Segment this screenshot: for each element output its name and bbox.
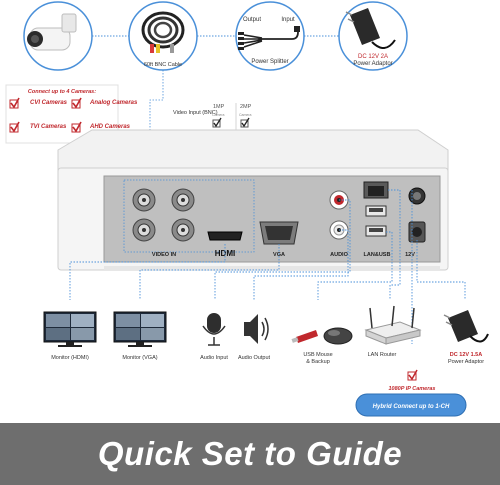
ip-cameras-label: 1080P IP Cameras — [389, 386, 436, 392]
check-icon — [10, 97, 20, 109]
camera-type-label: CVI Cameras — [30, 100, 68, 106]
camera-types-title: Connect up to 4 Cameras: — [28, 89, 96, 95]
bnc-port — [132, 218, 156, 242]
check-icon — [241, 117, 250, 128]
video-input-box: Video Input (BNC) 1MP 2MP Camera Camera — [173, 103, 252, 130]
check-icon — [408, 369, 418, 381]
power-label: 12V — [405, 252, 415, 258]
usb-mouse-label: USB Mouse — [303, 352, 332, 358]
monitor-hdmi-device: Monitor (HDMI) — [43, 311, 97, 361]
video-input-title: Video Input (BNC) — [173, 110, 218, 116]
audio-output-label: Audio Output — [238, 355, 271, 361]
ip-camera-option: 1080P IP Cameras — [389, 369, 436, 392]
power-adaptor-bottom-device: DC 12V 1.5A Power Adaptor — [443, 310, 489, 365]
check-icon — [213, 117, 222, 128]
speaker-icon — [244, 314, 269, 344]
lan-router-device: LAN Router — [364, 305, 422, 358]
option-1mp: 1MP — [213, 104, 225, 110]
mouse-icon — [323, 327, 353, 345]
ahd-cameras-item: AHD Cameras — [71, 121, 131, 133]
camera-type-label: AHD Cameras — [89, 124, 131, 130]
adaptor-spec-bottom: DC 12V 1.5A — [450, 352, 482, 358]
usb-drive-icon — [291, 330, 318, 343]
usb-mouse-device: USB Mouse & Backup — [291, 327, 353, 365]
splitter-input-label: Input — [281, 17, 295, 23]
option-2mp: 2MP — [240, 104, 252, 110]
monitor-icon — [43, 311, 97, 347]
monitor-vga-label: Monitor (VGA) — [122, 355, 157, 361]
power-splitter-group: Output Input Power Splitter — [235, 1, 305, 71]
power-adaptor-icon — [443, 310, 489, 343]
camera-group — [23, 1, 93, 71]
bnc-cable-label: 60ft BNC Cable — [144, 62, 182, 68]
camera-type-label: Analog Cameras — [89, 100, 138, 106]
bnc-port — [171, 188, 195, 212]
vga-label: VGA — [273, 252, 285, 258]
audio-output-device: Audio Output — [238, 314, 271, 361]
power-port: 12V — [405, 187, 426, 258]
check-icon — [72, 97, 82, 109]
adaptor-spec-top: DC 12V 2A — [358, 54, 388, 60]
audio-input-device: Audio Input — [200, 313, 228, 361]
power-splitter-label: Power Splitter — [251, 59, 288, 65]
monitor-hdmi-label: Monitor (HDMI) — [51, 355, 89, 361]
banner-title: Quick Set to Guide — [97, 435, 403, 472]
router-icon — [364, 305, 422, 345]
option-2mp-sub: Camera — [239, 113, 252, 117]
check-icon — [72, 121, 82, 133]
bnc-port — [132, 188, 156, 212]
camera-type-label: TVI Cameras — [30, 124, 67, 130]
adaptor-label-bottom: Power Adaptor — [448, 359, 484, 365]
bnc-cable-icon — [141, 11, 185, 53]
dvr-unit: VIDEO IN HDMI VGA AUDIO LAN&USB — [57, 129, 449, 271]
backup-label: & Backup — [306, 359, 330, 365]
power-adaptor-icon — [345, 8, 396, 49]
option-1mp-sub: Camera — [212, 113, 225, 117]
bnc-cable-group: 60ft BNC Cable — [128, 1, 198, 71]
monitor-icon — [113, 311, 167, 347]
guide-banner: Quick Set to Guide — [0, 423, 500, 485]
hybrid-badge: Hybrid Connect up to 1-CH — [355, 393, 467, 417]
adaptor-label-top: Power Adaptor — [353, 61, 392, 67]
lan-router-label: LAN Router — [368, 352, 397, 358]
splitter-output-label: Output — [243, 17, 261, 23]
lan-usb-label: LAN&USB — [364, 252, 391, 258]
video-in-ports: VIDEO IN — [123, 179, 255, 258]
vga-port: VGA — [259, 221, 299, 258]
power-adaptor-top-group: DC 12V 2A Power Adaptor — [338, 1, 408, 71]
bnc-port — [171, 218, 195, 242]
bullet-camera-icon — [27, 13, 77, 51]
device-connector-lines — [69, 189, 466, 344]
audio-input-label: Audio Input — [200, 355, 228, 361]
analog-cameras-item: Analog Cameras — [71, 97, 138, 109]
power-splitter-icon — [238, 26, 300, 50]
hybrid-label: Hybrid Connect up to 1-CH — [373, 404, 450, 410]
check-icon — [10, 121, 20, 133]
microphone-icon — [202, 313, 226, 346]
cvi-cameras-item: CVI Cameras — [9, 97, 68, 109]
audio-label: AUDIO — [330, 252, 348, 258]
tvi-cameras-item: TVI Cameras — [9, 121, 67, 133]
video-in-label: VIDEO IN — [152, 252, 176, 258]
monitor-vga-device: Monitor (VGA) — [113, 311, 167, 361]
